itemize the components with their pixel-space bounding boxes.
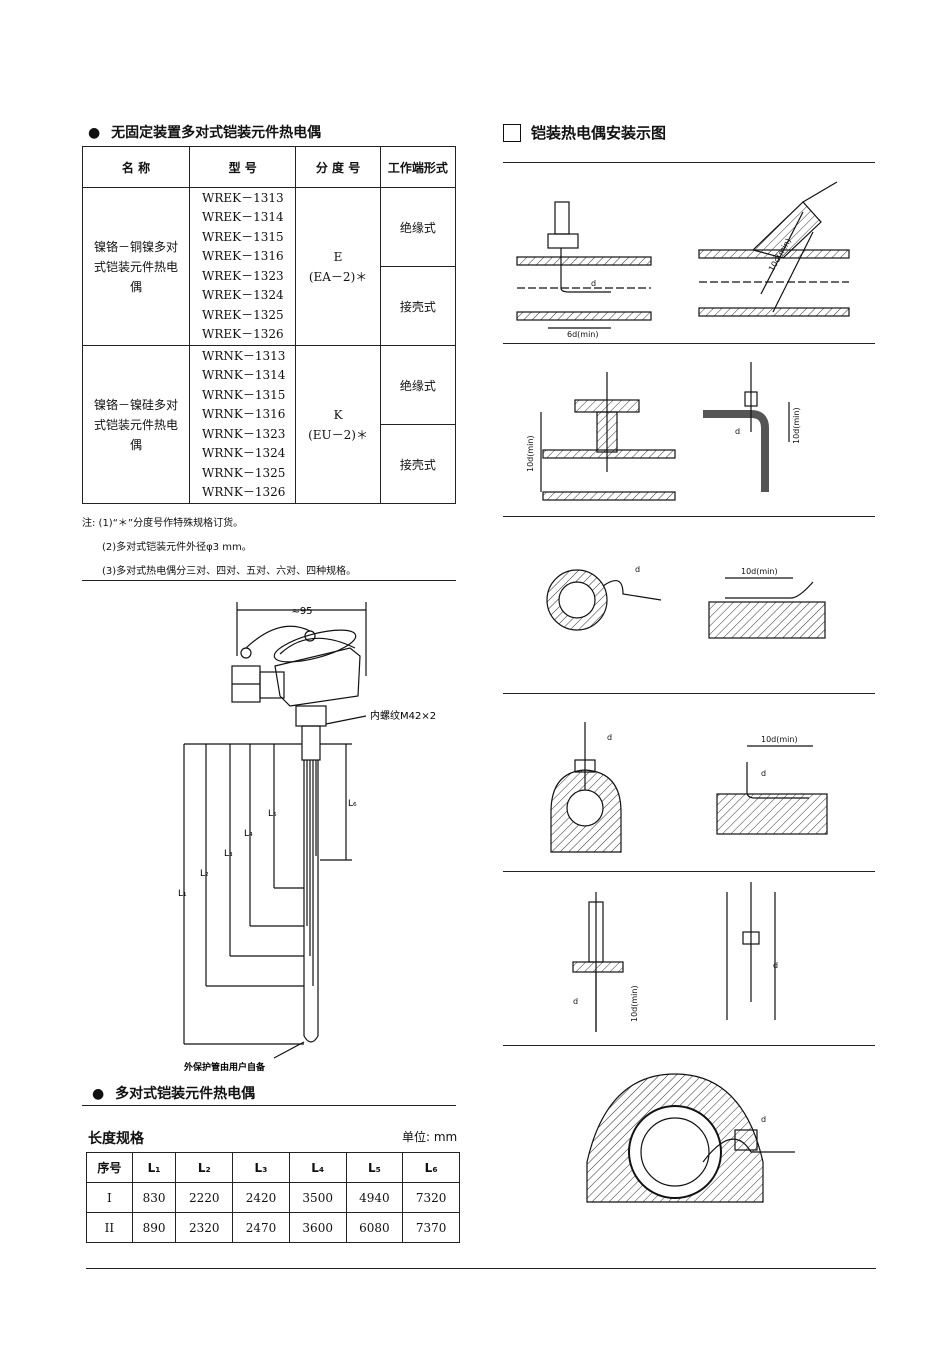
- form-cell: 接壳式: [379, 266, 457, 346]
- table-row: 接壳式: [83, 266, 457, 346]
- divider: [503, 343, 875, 344]
- form-cell: 接壳式: [379, 424, 457, 504]
- divider: [503, 871, 875, 872]
- label-10d: 10d(min): [526, 435, 535, 472]
- label-d: d: [761, 1115, 766, 1124]
- divider: [503, 1045, 875, 1046]
- spec-table: 名 称 型 号 分 度 号 工作端形式 镍铬－铜镍多对式铠装元件热电偶 WREK…: [81, 146, 457, 504]
- thermocouple-drawing: ≈95 内螺纹M42×2 L₁ L₂ L₃ L₄ L₅ L₆ 外保护管由用户自备: [178, 602, 436, 1073]
- dim-L2: L₂: [200, 869, 209, 879]
- dim-L5: L₅: [268, 809, 277, 819]
- note-1: 注: (1)“＊”分度号作特殊规格订货。: [82, 518, 244, 529]
- label-d: d: [735, 427, 740, 436]
- dim-L1: L₁: [178, 889, 187, 899]
- label-d: d: [761, 769, 766, 778]
- table-row: 接壳式: [83, 424, 457, 504]
- label-d: d: [773, 961, 778, 970]
- form-cell: 绝缘式: [379, 187, 457, 267]
- table-row: 镍铬－铜镍多对式铠装元件热电偶 WREK－1313 WREK－1314 WREK…: [81, 187, 457, 346]
- junction-head: [274, 647, 361, 707]
- note-3: (3)多对式热电偶分三对、四对、五对、六对、四种规格。: [102, 566, 357, 577]
- divider: [503, 162, 875, 163]
- table1-title: ● 无固定装置多对式铠装元件热电偶: [88, 125, 322, 141]
- model-list: WREK－1313 WREK－1314 WREK－1315 WREK－1316 …: [189, 187, 297, 346]
- product-name: 镍铬－镍硅多对式铠装元件热电偶: [81, 345, 191, 504]
- label-10d: 10d(min): [741, 567, 778, 576]
- label-d: d: [635, 565, 640, 574]
- installation-diagrams: 6d(min) d 10d(min) 10d(min) d 10d(min) d…: [516, 181, 850, 1203]
- dim-L4: L₄: [244, 829, 253, 839]
- bullet-icon: ●: [88, 125, 101, 141]
- label-d: d: [607, 733, 612, 742]
- note-2: (2)多对式铠装元件外径φ3 mm。: [102, 542, 252, 553]
- length-header-row: 序号 L₁ L₂ L₃ L₄ L₅ L₆: [86, 1152, 460, 1183]
- label-d: d: [591, 279, 596, 288]
- square-icon: [503, 123, 521, 142]
- model-list: WRNK－1313 WRNK－1314 WRNK－1315 WRNK－1316 …: [189, 345, 297, 504]
- thread-label: 内螺纹M42×2: [370, 709, 436, 722]
- form-cell: 绝缘式: [379, 345, 457, 425]
- unit-label: 单位: mm: [402, 1130, 458, 1144]
- spec-header-grade: 分 度 号: [295, 146, 381, 188]
- dim-L3: L₃: [224, 849, 233, 859]
- dim-top-label: ≈95: [291, 606, 312, 617]
- label-10d: 10d(min): [630, 985, 639, 1022]
- install-title: 铠装热电偶安装示图: [503, 122, 666, 143]
- table-row: II 890 2320 2470 3600 6080 7370: [86, 1212, 460, 1243]
- divider: [503, 516, 875, 517]
- caption: ● 多对式铠装元件热电偶: [92, 1086, 256, 1102]
- tube-note: 外保护管由用户自备: [183, 1061, 266, 1073]
- spec-header-form: 工作端形式: [379, 146, 457, 188]
- product-name: 镍铬－铜镍多对式铠装元件热电偶: [81, 187, 191, 346]
- table-row: I 830 2220 2420 3500 4940 7320: [86, 1182, 460, 1213]
- spec-header-name: 名 称: [81, 146, 191, 188]
- footer-line: [86, 1268, 876, 1269]
- label-10d: 10d(min): [792, 407, 801, 444]
- divider: [82, 580, 456, 581]
- table-row: 镍铬－镍硅多对式铠装元件热电偶 WRNK－1313 WRNK－1314 WRNK…: [81, 345, 457, 504]
- spec-header-row: 名 称 型 号 分 度 号 工作端形式: [81, 146, 457, 188]
- bullet-icon: ●: [92, 1086, 105, 1102]
- label-6d: 6d(min): [567, 330, 599, 339]
- divider: [82, 1105, 456, 1106]
- label-d: d: [573, 997, 578, 1006]
- divider: [503, 693, 875, 694]
- length-table: 序号 L₁ L₂ L₃ L₄ L₅ L₆ I 830 2220 2420 350…: [86, 1152, 460, 1243]
- length-title: 长度规格: [88, 1131, 144, 1147]
- grade-cell: K (EU－2)＊: [295, 345, 381, 504]
- label-10d: 10d(min): [761, 735, 798, 744]
- spec-header-model: 型 号: [189, 146, 297, 188]
- grade-cell: E (EA－2)＊: [295, 187, 381, 346]
- dim-L6: L₆: [348, 799, 357, 809]
